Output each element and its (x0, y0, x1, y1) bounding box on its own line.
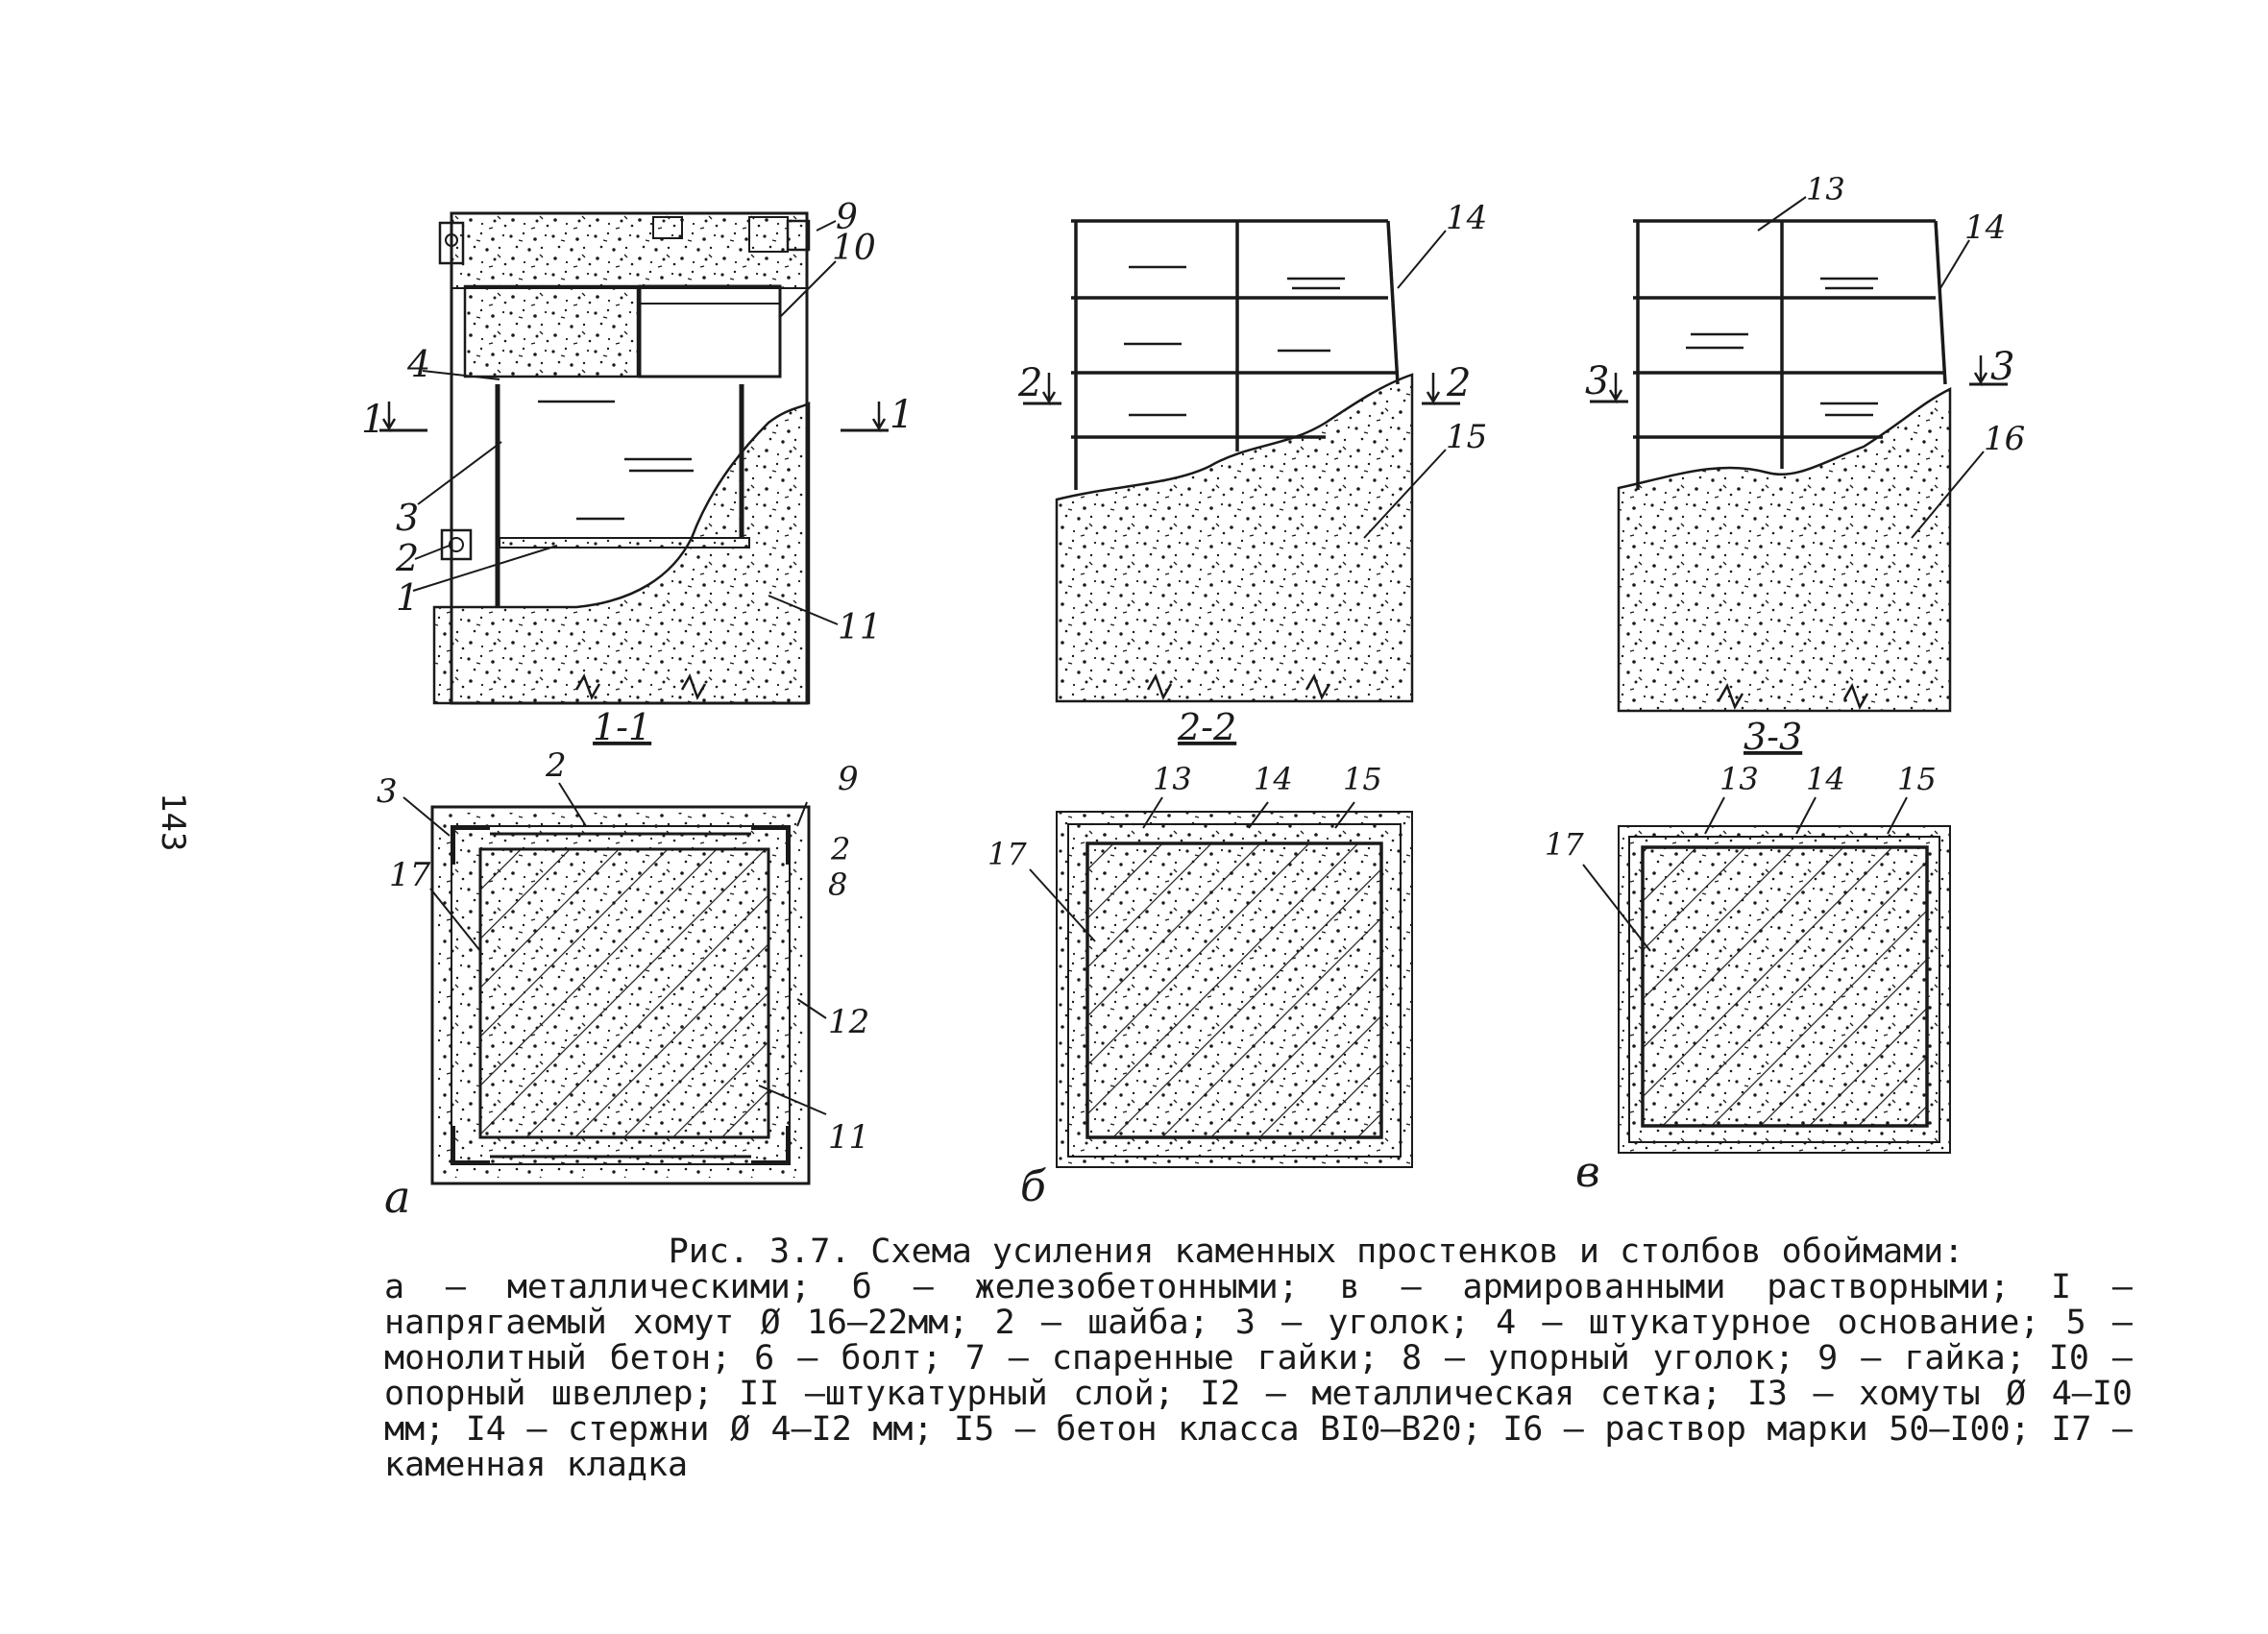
caption-title: Рис. 3.7. Схема усиления каменных просте… (668, 1232, 1964, 1271)
callout-13-c-plan: 13 (1719, 761, 1759, 797)
panel-b-elevation: 2 2 14 15 2-2 (1017, 199, 1487, 748)
callout-11-plan: 11 (828, 1118, 869, 1157)
panel-letter-a: a (384, 1171, 410, 1223)
callout-11: 11 (838, 608, 882, 647)
panel-c-elevation: 3 3 13 14 16 3-3 (1585, 171, 2025, 758)
panel-b-plan: 13 14 15 17 б (988, 761, 1413, 1211)
callout-9-plan: 9 (838, 760, 859, 798)
callout-17-c-plan: 17 (1545, 826, 1584, 863)
callout-17-b-plan: 17 (988, 836, 1027, 872)
masonry-core-a (478, 847, 770, 1139)
panel-c-plan: 13 14 15 17 в (1545, 761, 1951, 1197)
callout-4: 4 (406, 343, 430, 385)
callout-17-plan: 17 (389, 856, 431, 894)
callout-14-b-plan: 14 (1254, 761, 1293, 797)
bolt-top-left (438, 221, 465, 265)
callout-14-b: 14 (1446, 199, 1487, 237)
nut-top-right (786, 219, 811, 252)
callout-3: 3 (396, 497, 419, 539)
caption-body: а – металлическими; б – железобетонными;… (384, 1268, 2133, 1484)
panel-letter-b: б (1020, 1162, 1046, 1211)
callout-9: 9 (836, 198, 858, 237)
callout-16-c: 16 (1984, 420, 2025, 458)
panel-a-plan: 3 2 9 2 8 17 12 11 a (377, 746, 869, 1223)
masonry-core-c (1641, 845, 1929, 1128)
callout-8-plan: 8 (828, 866, 847, 903)
callout-14-c-plan: 14 (1806, 761, 1845, 797)
callout-13-c: 13 (1806, 171, 1845, 207)
concrete-jacket (1055, 373, 1414, 703)
channel-block-right (638, 284, 782, 378)
callout-13-b-plan: 13 (1153, 761, 1192, 797)
panel-letter-c: в (1575, 1148, 1600, 1197)
callout-15-b: 15 (1446, 418, 1487, 456)
callout-10: 10 (832, 229, 876, 268)
section-title-b: 2-2 (1177, 706, 1236, 748)
callout-15-c-plan: 15 (1897, 761, 1937, 797)
cut-mark-right-c: 3 (1990, 345, 2014, 389)
figure-caption: Рис. 3.7. Схема усиления каменных просте… (384, 1234, 2133, 1483)
callout-3-plan: 3 (377, 772, 398, 811)
callout-12-plan: 12 (828, 1003, 869, 1041)
bolt-top-middle (652, 216, 683, 239)
channel-block-left (463, 284, 640, 378)
washer-left (440, 528, 473, 561)
mortar-jacket (1617, 386, 1952, 713)
callout-2b-plan: 2 (830, 831, 850, 867)
section-title-c: 3-3 (1744, 716, 1802, 758)
callout-2: 2 (395, 537, 419, 579)
panel-a-elevation: 1 1 9 10 4 3 2 1 11 1-1 (361, 198, 914, 748)
callout-14-c: 14 (1964, 208, 2006, 247)
cut-mark-right-b: 2 (1446, 361, 1471, 405)
callout-15-b-plan: 15 (1343, 761, 1382, 797)
callout-1: 1 (396, 576, 419, 619)
plaster-layer (432, 401, 811, 705)
cut-mark-right: 1 (890, 393, 914, 437)
callout-2-plan: 2 (545, 746, 567, 785)
masonry-core-b (1085, 841, 1383, 1139)
page-number: 143 (154, 793, 192, 852)
cut-mark-left-c: 3 (1585, 359, 1609, 403)
cut-mark-left: 1 (361, 398, 385, 442)
section-title-a: 1-1 (593, 706, 651, 748)
cut-mark-left-b: 2 (1017, 361, 1042, 405)
